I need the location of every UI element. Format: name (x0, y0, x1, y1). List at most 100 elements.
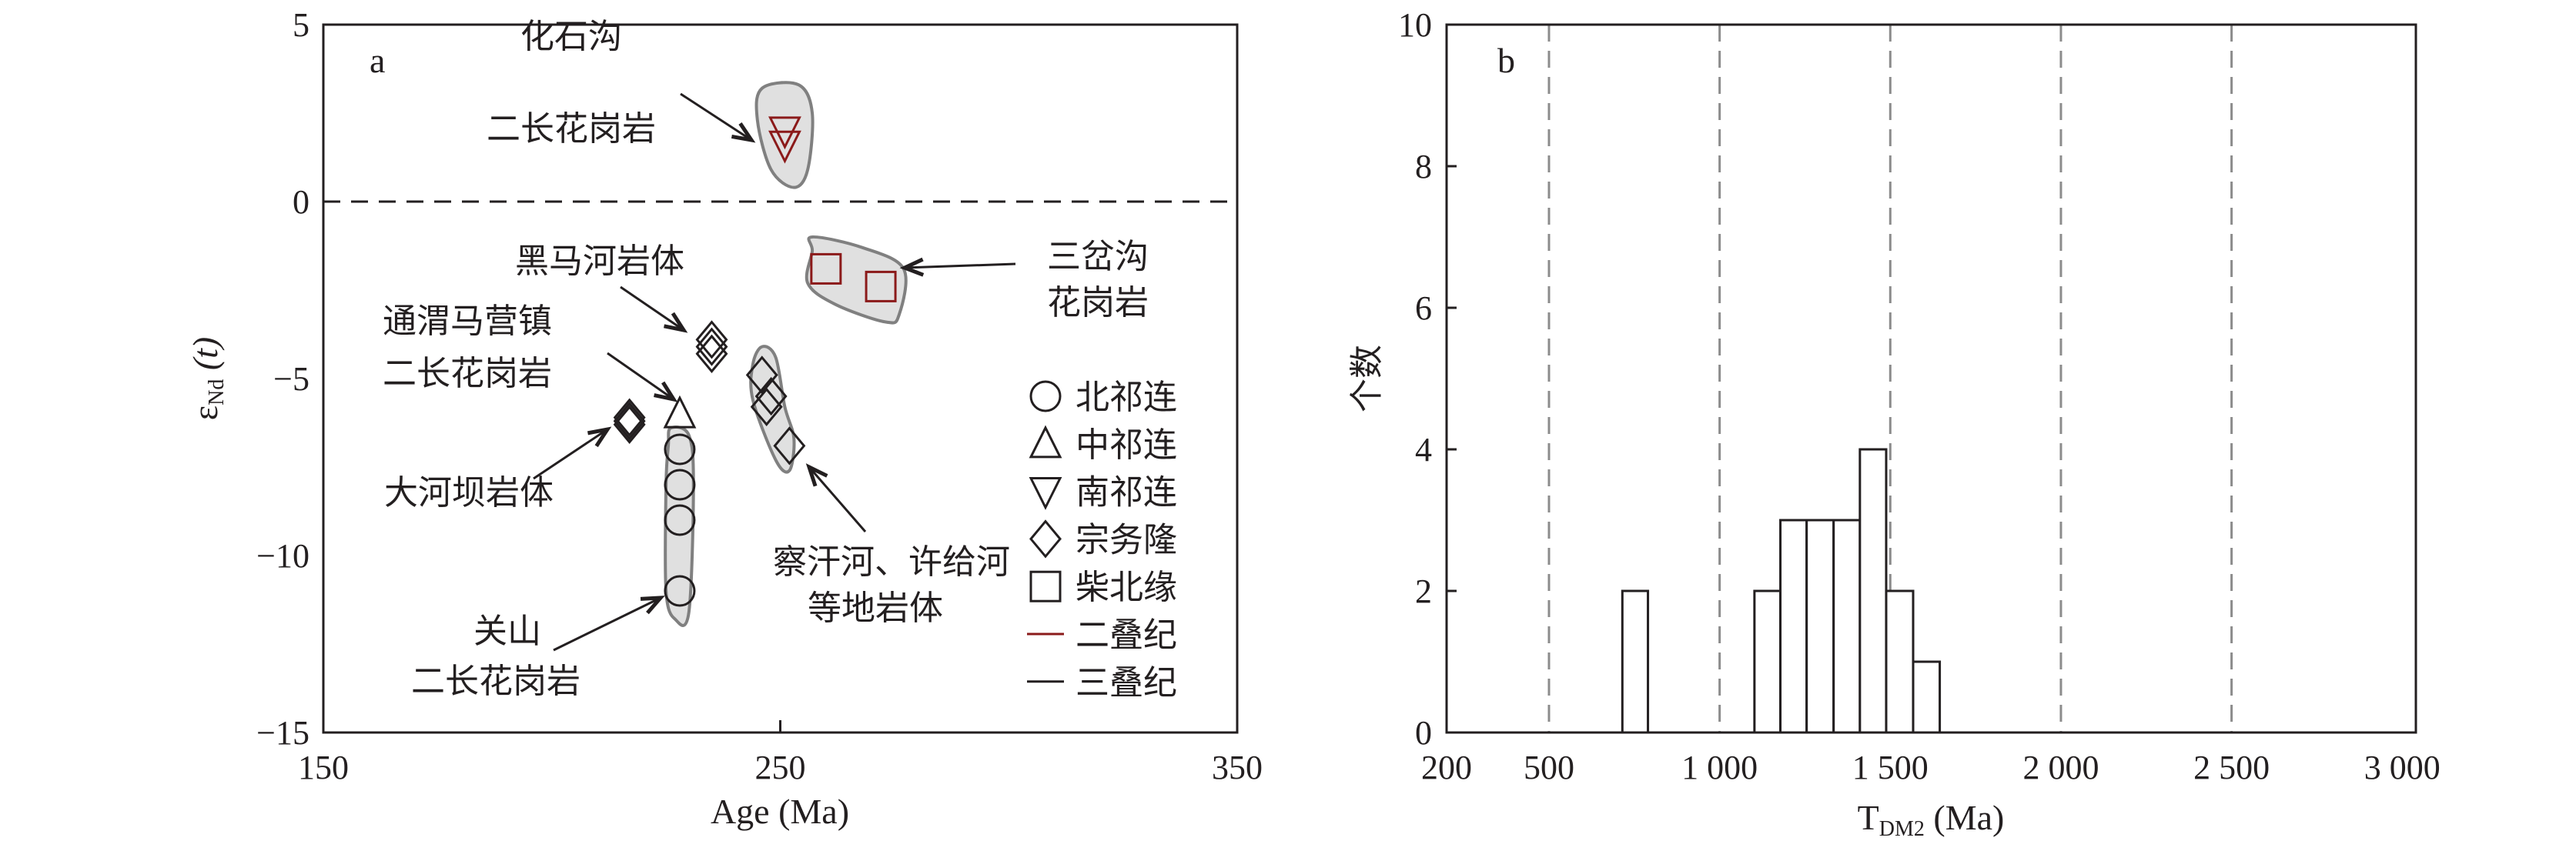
point-circle (664, 575, 696, 607)
legend-label: 北祁连 (1076, 378, 1177, 417)
x-tick-label: 500 (1524, 749, 1574, 786)
x-tick-label: 200 (1421, 749, 1472, 786)
annotation-arrows (533, 92, 1016, 652)
histogram-bar (1621, 589, 1650, 734)
data-field-1 (805, 235, 908, 325)
y-tick-label: 4 (1415, 431, 1432, 469)
data-field-2 (749, 345, 796, 474)
annotation-sanchagou-1: 三岔沟 (1047, 237, 1149, 276)
point-circle (664, 433, 696, 466)
point-diamond (695, 320, 728, 359)
arrow-line (620, 285, 684, 332)
x-tick-label: 2 500 (2193, 749, 2270, 786)
y-tick-label: 2 (1415, 572, 1432, 610)
legend-label: 柴北缘 (1076, 568, 1177, 607)
annotation-heimahe: 黑马河岩体 (515, 242, 684, 281)
y-tick-label: −15 (256, 714, 309, 752)
point-diamond (695, 327, 728, 366)
point-diamond (773, 426, 806, 466)
histogram-bar (1753, 589, 1782, 734)
data-field-3 (664, 425, 695, 627)
x-tick-labels: 200 500 1 000 1 500 2 000 2 500 3 000 (1421, 749, 2441, 786)
annotations: 化石沟 二长花岗岩 三岔沟 花岗岩 黑马河岩体 通渭马营镇 二长花岗岩 大河坝岩… (383, 17, 1149, 701)
point-square (865, 270, 897, 302)
annotation-guanshan-2: 二长花岗岩 (411, 662, 580, 701)
x-tick-label: 3 000 (2364, 749, 2441, 786)
x-axis-label: Age (Ma) (711, 792, 849, 831)
annotation-huashigou-2: 二长花岗岩 (487, 109, 656, 149)
annotation-chahanhe-2: 等地岩体 (808, 589, 943, 628)
point-diamond (695, 334, 728, 373)
x-tick-label: 2 000 (2022, 749, 2099, 786)
panel-label-a: a (370, 41, 385, 80)
y-tick-label: 10 (1398, 6, 1432, 44)
point-triangle-up (663, 395, 697, 429)
y-tick-label: 0 (293, 183, 309, 221)
point-diamond (613, 398, 646, 437)
x-tick-label: 150 (298, 749, 349, 786)
annotation-guanshan-1: 关山 (473, 612, 541, 651)
point-triangle-down (768, 130, 801, 164)
x-tick-label: 1 500 (1852, 749, 1929, 786)
plot-frame-b (1445, 23, 2417, 734)
legend-label: 三叠纪 (1076, 663, 1177, 702)
annotation-huashigou-1: 化石沟 (520, 17, 622, 56)
legend-label: 中祁连 (1076, 425, 1177, 465)
annotation-chahanhe-1: 察汗河、许给河 (773, 542, 1010, 582)
y-tick-label: 0 (1415, 714, 1432, 752)
annotation-tongwei-1: 通渭马营镇 (383, 302, 552, 341)
arrow-line (607, 352, 674, 401)
histogram-bar (1912, 660, 1942, 734)
arrow-head-icon (640, 596, 665, 615)
arrow-head-icon (805, 463, 828, 487)
y-axis-label: εNd (t) (186, 337, 229, 420)
y-tick-labels: 5 0 −5 −10 −15 (256, 6, 309, 752)
x-tick-label: 250 (755, 749, 806, 786)
annotation-sanchagou-2: 花岗岩 (1047, 283, 1149, 322)
y-tick-label: −10 (256, 537, 309, 575)
arrow-line (904, 262, 1016, 269)
arrow-head-icon (731, 122, 756, 143)
arrow-head-icon (899, 257, 925, 277)
y-tick-label: 6 (1415, 289, 1432, 327)
arrow-head-icon (664, 312, 688, 333)
point-diamond (613, 402, 646, 441)
y-axis-label: 个数 (1347, 345, 1387, 412)
legend-triangle-up-icon (1029, 425, 1062, 459)
arrow-line (533, 428, 608, 480)
point-diamond (613, 405, 646, 444)
histogram-bar (1885, 589, 1915, 734)
point-square (810, 252, 842, 285)
data-field-0 (754, 81, 815, 189)
histogram-bars (1621, 448, 1942, 734)
arrow-head-icon (587, 426, 612, 448)
arrow-line (553, 596, 661, 652)
data-points (613, 116, 897, 607)
panel-label-b: b (1497, 41, 1515, 80)
legend-triangle-down-icon (1029, 477, 1062, 510)
histogram-bar (1858, 448, 1888, 734)
arrow-head-icon (654, 381, 678, 402)
arrow-line (808, 466, 867, 532)
histogram-bar (1805, 519, 1835, 734)
point-circle (664, 504, 696, 536)
legend-label: 宗务隆 (1076, 520, 1177, 559)
legend-label: 二叠纪 (1076, 616, 1177, 655)
x-axis-label: TDM2 (Ma) (1858, 798, 2005, 841)
histogram-bar (1779, 519, 1808, 734)
y-tick-label: 5 (293, 6, 309, 44)
annotation-tongwei-2: 二长花岗岩 (383, 354, 552, 393)
point-diamond (745, 355, 778, 395)
legend-circle-icon (1029, 380, 1062, 412)
y-tick-label: −5 (273, 360, 309, 398)
x-tick-label: 1 000 (1681, 749, 1758, 786)
point-circle (664, 469, 696, 501)
point-diamond (750, 387, 783, 426)
legend-label: 南祁连 (1076, 473, 1177, 512)
arrow-line (680, 92, 752, 142)
